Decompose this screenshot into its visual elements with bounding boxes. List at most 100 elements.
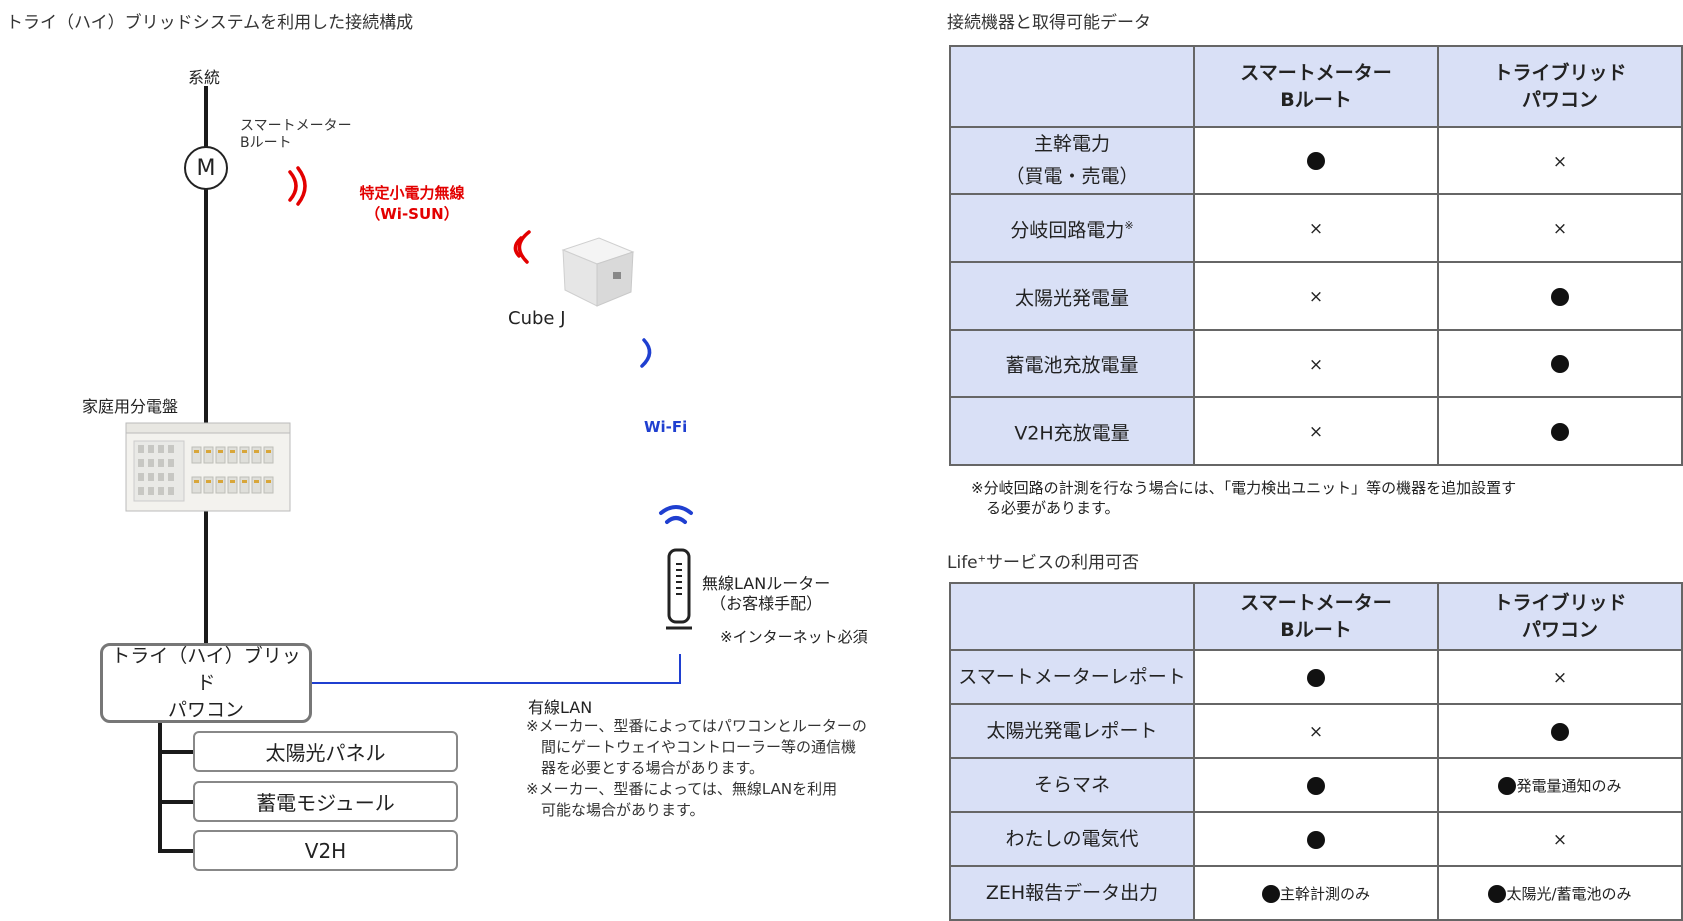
table2-header-blank	[949, 582, 1195, 651]
diagram-title: トライ（ハイ）ブリッドシステムを利用した接続構成	[6, 13, 414, 33]
available-dot-icon	[1551, 722, 1569, 741]
unavailable-cross-icon: ×	[1308, 354, 1324, 375]
grid-label: 系統	[188, 68, 221, 87]
wired-lan-line	[312, 682, 680, 684]
branch-vertical-line	[158, 723, 162, 853]
router-icon	[666, 548, 692, 630]
table-row: 分岐回路電力※ × ×	[949, 193, 1683, 263]
table1-header-blank	[949, 45, 1195, 128]
cell-smart-meter: ×	[1193, 703, 1439, 759]
table-row: 主幹電力 （買電・売電） ×	[949, 126, 1683, 195]
unavailable-cross-icon: ×	[1308, 722, 1324, 742]
data-availability-table: スマートメーター Bルート トライブリッド パワコン 主幹電力 （買電・売電） …	[949, 45, 1683, 466]
row-label: 太陽光発電量	[949, 261, 1195, 331]
smart-meter-symbol: M	[184, 146, 228, 190]
branch-line-solar	[158, 750, 194, 754]
row-label: 分岐回路電力※	[949, 193, 1195, 263]
unavailable-cross-icon: ×	[1552, 219, 1568, 239]
main-vertical-line	[204, 86, 208, 643]
wired-lan-notes: ※メーカー、型番によってはパワコンとルーターの 間にゲートウェイやコントローラー…	[526, 717, 867, 819]
cell-pcs	[1437, 261, 1683, 331]
row-label: V2H充放電量	[949, 396, 1195, 466]
available-dot-icon	[1551, 355, 1569, 373]
distribution-board-label: 家庭用分電盤	[82, 397, 179, 416]
table-row: 蓄電池充放電量 ×	[949, 329, 1683, 398]
cell-smart-meter	[1193, 649, 1439, 705]
cell-pcs: ×	[1437, 126, 1683, 195]
table2-title: Life+サービスの利用可否	[947, 553, 1140, 573]
branch-line-v2h	[158, 849, 194, 853]
device-box-battery-module: 蓄電モジュール	[193, 781, 458, 822]
available-dot-icon	[1551, 422, 1569, 441]
table-row: V2H充放電量 ×	[949, 396, 1683, 466]
row-label: わたしの電気代	[949, 811, 1195, 867]
available-dot-icon	[1307, 830, 1325, 849]
table-row: そらマネ 発電量通知のみ	[949, 757, 1683, 813]
cell-pcs: ×	[1437, 193, 1683, 263]
available-dot-icon	[1307, 668, 1325, 687]
cell-smart-meter: 主幹計測のみ	[1193, 865, 1439, 921]
unavailable-cross-icon: ×	[1552, 830, 1568, 850]
available-dot-icon	[1261, 884, 1280, 903]
row-label: スマートメーターレポート	[949, 649, 1195, 705]
service-availability-table: スマートメーター Bルート トライブリッド パワコン スマートメーターレポート …	[949, 582, 1683, 921]
available-dot-icon	[1307, 776, 1325, 795]
wifi-icon	[659, 505, 693, 524]
cell-smart-meter: ×	[1193, 329, 1439, 398]
table-row: わたしの電気代 ×	[949, 811, 1683, 867]
cell-smart-meter: ×	[1193, 261, 1439, 331]
table-row: 太陽光発電レポート ×	[949, 703, 1683, 759]
row-label: ZEH報告データ出力	[949, 865, 1195, 921]
device-box-solar-panel: 太陽光パネル	[193, 731, 458, 772]
cell-pcs: ×	[1437, 811, 1683, 867]
available-dot-icon	[1488, 884, 1507, 903]
table1-footnote: ※分岐回路の計測を行なう場合には、「電力検出ユニット」等の機器を追加設置す る必…	[971, 479, 1517, 517]
cell-smart-meter	[1193, 811, 1439, 867]
cell-smart-meter: ×	[1193, 396, 1439, 466]
row-label: 主幹電力 （買電・売電）	[949, 126, 1195, 195]
unavailable-cross-icon: ×	[1308, 422, 1324, 442]
table2-header-smart-meter: スマートメーター Bルート	[1193, 582, 1439, 651]
router-note: ※インターネット必須	[720, 628, 868, 646]
cube-wifi-signal-icon	[640, 338, 652, 368]
table1-header-smart-meter: スマートメーター Bルート	[1193, 45, 1439, 128]
cell-pcs	[1437, 329, 1683, 398]
table1-header-row: スマートメーター Bルート トライブリッド パワコン	[949, 45, 1683, 128]
table1-header-pcs: トライブリッド パワコン	[1437, 45, 1683, 128]
unavailable-cross-icon: ×	[1552, 668, 1568, 688]
branch-line-battery	[158, 800, 194, 804]
router-label: 無線LANルーター （お客様手配）	[702, 574, 831, 613]
cube-wisun-signal-icon	[513, 230, 531, 264]
row-label: そらマネ	[949, 757, 1195, 813]
unavailable-cross-icon: ×	[1552, 151, 1568, 172]
cell-smart-meter	[1193, 757, 1439, 813]
cube-j-label: Cube J	[508, 308, 566, 329]
wired-lan-line-vertical	[679, 654, 681, 684]
table-row: ZEH報告データ出力 主幹計測のみ 太陽光/蓄電池のみ	[949, 865, 1683, 921]
unavailable-cross-icon: ×	[1308, 287, 1324, 307]
cell-pcs	[1437, 703, 1683, 759]
table-row: 太陽光発電量 ×	[949, 261, 1683, 331]
wisun-label: 特定小電力無線 （Wi-SUN）	[359, 184, 465, 223]
wifi-label: Wi-Fi	[644, 418, 688, 436]
wisun-signal-icon	[288, 166, 307, 206]
power-conditioner-box: トライ（ハイ）ブリッド パワコン	[100, 643, 312, 723]
cell-smart-meter: ×	[1193, 193, 1439, 263]
table2-header-pcs: トライブリッド パワコン	[1437, 582, 1683, 651]
available-dot-icon	[1551, 287, 1569, 306]
available-dot-icon	[1307, 152, 1325, 170]
unavailable-cross-icon: ×	[1308, 219, 1324, 239]
cell-pcs: 太陽光/蓄電池のみ	[1437, 865, 1683, 921]
table2-header-row: スマートメーター Bルート トライブリッド パワコン	[949, 582, 1683, 651]
cell-pcs: ×	[1437, 649, 1683, 705]
available-dot-icon	[1498, 776, 1517, 795]
cell-smart-meter	[1193, 126, 1439, 195]
wired-lan-label: 有線LAN	[528, 698, 593, 717]
cell-pcs	[1437, 396, 1683, 466]
table-row: スマートメーターレポート ×	[949, 649, 1683, 705]
table1-title: 接続機器と取得可能データ	[947, 13, 1151, 33]
smart-meter-label: スマートメーター Bルート	[240, 118, 352, 151]
row-label: 太陽光発電レポート	[949, 703, 1195, 759]
distribution-board-icon	[125, 422, 291, 512]
cell-pcs: 発電量通知のみ	[1437, 757, 1683, 813]
